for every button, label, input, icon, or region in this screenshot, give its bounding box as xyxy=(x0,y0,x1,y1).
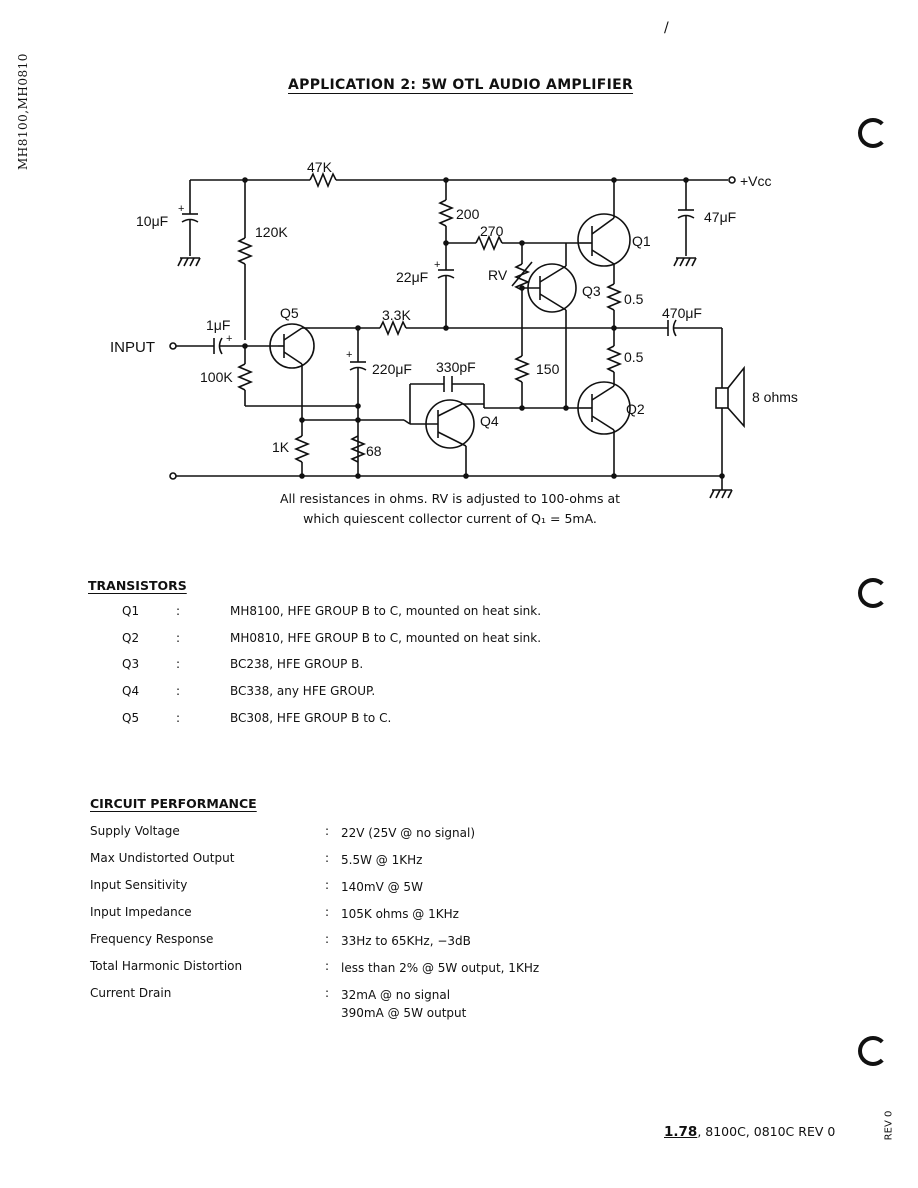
performance-row: Total Harmonic Distortion : less than 2%… xyxy=(0,959,918,981)
label-10uf: 10μF xyxy=(136,213,168,229)
transistor-desc: BC238, HFE GROUP B. xyxy=(230,657,364,671)
separator: : xyxy=(325,824,330,838)
label-47uf: 47μF xyxy=(704,209,736,225)
label-0-5-lower: 0.5 xyxy=(624,349,644,365)
separator: : xyxy=(176,604,181,618)
binder-hole-bottom xyxy=(858,1036,888,1066)
corner-mark: / xyxy=(664,20,669,36)
transistor-id: Q5 xyxy=(122,711,140,725)
transistor-id: Q4 xyxy=(122,684,140,698)
label-47k: 47K xyxy=(307,159,333,175)
transistor-desc: BC308, HFE GROUP B to C. xyxy=(230,711,392,725)
margin-revision-note: REV 0 xyxy=(883,1110,895,1141)
note-line-1: All resistances in ohms. RV is adjusted … xyxy=(279,491,621,506)
performance-row: Current Drain : 32mA @ no signal 390mA @… xyxy=(0,986,918,1026)
label-330pf: 330pF xyxy=(436,359,476,375)
label-22uf: 22μF xyxy=(396,269,428,285)
label-200: 200 xyxy=(456,206,480,222)
plus-sign: + xyxy=(226,333,232,345)
transistor-id: Q1 xyxy=(122,604,140,618)
performance-row: Frequency Response : 33Hz to 65KHz, −3dB xyxy=(0,932,918,954)
label-100k: 100K xyxy=(200,369,233,385)
separator: : xyxy=(325,932,330,946)
performance-value-line: 32mA @ no signal xyxy=(341,988,451,1002)
label-150: 150 xyxy=(536,361,560,377)
label-q4: Q4 xyxy=(480,413,499,429)
plus-sign: + xyxy=(178,203,184,215)
performance-value: 33Hz to 65KHz, −3dB xyxy=(341,934,471,948)
footer-number: 1.78 xyxy=(664,1124,698,1140)
performance-label: Total Harmonic Distortion xyxy=(90,959,243,973)
label-q2: Q2 xyxy=(626,401,645,417)
performance-value: 105K ohms @ 1KHz xyxy=(341,907,459,921)
transistor-desc: MH8100, HFE GROUP B to C, mounted on hea… xyxy=(230,604,542,618)
note-line-2: which quiescent collector current of Q₁ … xyxy=(303,511,597,526)
separator: : xyxy=(176,631,181,645)
label-vcc: +Vcc xyxy=(740,173,772,189)
separator: : xyxy=(325,851,330,865)
amplifier-schematic: 47K +Vcc 10μF + 120K 200 270 Q1 47μF 22μ… xyxy=(110,159,798,499)
label-speaker: 8 ohms xyxy=(752,389,798,405)
schematic-note: All resistances in ohms. RV is adjusted … xyxy=(250,489,650,529)
label-470uf: 470μF xyxy=(662,305,702,321)
performance-label: Frequency Response xyxy=(90,932,214,946)
label-120k: 120K xyxy=(255,224,288,240)
performance-heading: CIRCUIT PERFORMANCE xyxy=(90,796,257,811)
separator: : xyxy=(176,711,181,725)
separator: : xyxy=(325,905,330,919)
performance-value: 32mA @ no signal 390mA @ 5W output xyxy=(341,986,466,1022)
transistors-heading: TRANSISTORS xyxy=(88,578,187,593)
transistor-desc: BC338, any HFE GROUP. xyxy=(230,684,376,698)
plus-sign: + xyxy=(346,349,352,361)
separator: : xyxy=(325,878,330,892)
label-1uf: 1μF xyxy=(206,317,230,333)
footer-revision: 1.78, 8100C, 0810C REV 0 xyxy=(664,1124,835,1140)
plus-sign: + xyxy=(434,259,440,271)
transistor-desc: MH0810, HFE GROUP B to C, mounted on hea… xyxy=(230,631,542,645)
performance-row: Input Sensitivity : 140mV @ 5W xyxy=(0,878,918,900)
separator: : xyxy=(176,684,181,698)
performance-row: Supply Voltage : 22V (25V @ no signal) xyxy=(0,824,918,846)
performance-label: Current Drain xyxy=(90,986,172,1000)
performance-value: 22V (25V @ no signal) xyxy=(341,826,476,840)
label-rv: RV xyxy=(488,267,508,283)
performance-value: 5.5W @ 1KHz xyxy=(341,853,423,867)
label-220uf: 220μF xyxy=(372,361,412,377)
footer-text: , 8100C, 0810C REV 0 xyxy=(697,1124,836,1139)
performance-value: less than 2% @ 5W output, 1KHz xyxy=(341,961,540,975)
label-68: 68 xyxy=(366,443,382,459)
performance-value: 140mV @ 5W xyxy=(341,880,423,894)
transistor-id: Q3 xyxy=(122,657,140,671)
transistor-id: Q2 xyxy=(122,631,140,645)
page-title: APPLICATION 2: 5W OTL AUDIO AMPLIFIER xyxy=(288,77,634,93)
label-270: 270 xyxy=(480,223,504,239)
label-0-5-upper: 0.5 xyxy=(624,291,644,307)
label-q3: Q3 xyxy=(582,283,601,299)
performance-label: Max Undistorted Output xyxy=(90,851,235,865)
performance-row: Input Impedance : 105K ohms @ 1KHz xyxy=(0,905,918,927)
performance-label: Input Impedance xyxy=(90,905,192,919)
performance-row: Max Undistorted Output : 5.5W @ 1KHz xyxy=(0,851,918,873)
separator: : xyxy=(325,986,330,1000)
label-q1: Q1 xyxy=(632,233,651,249)
performance-label: Supply Voltage xyxy=(90,824,180,838)
separator: : xyxy=(325,959,330,973)
label-1k: 1K xyxy=(272,439,290,455)
binder-hole-top xyxy=(858,118,888,148)
performance-value-line: 390mA @ 5W output xyxy=(341,1006,467,1020)
separator: : xyxy=(176,657,181,671)
label-q5: Q5 xyxy=(280,305,299,321)
label-3-3k: 3.3K xyxy=(382,307,411,323)
label-input: INPUT xyxy=(110,339,155,356)
binder-hole-middle xyxy=(858,578,888,608)
performance-label: Input Sensitivity xyxy=(90,878,188,892)
